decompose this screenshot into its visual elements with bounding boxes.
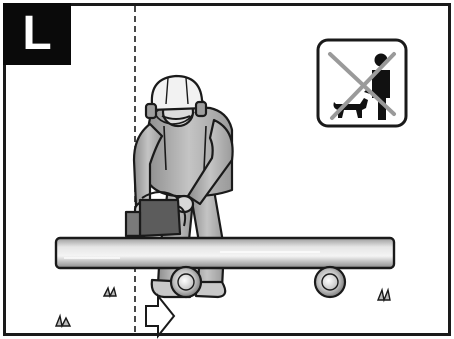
step-label-badge: L [3, 3, 71, 65]
